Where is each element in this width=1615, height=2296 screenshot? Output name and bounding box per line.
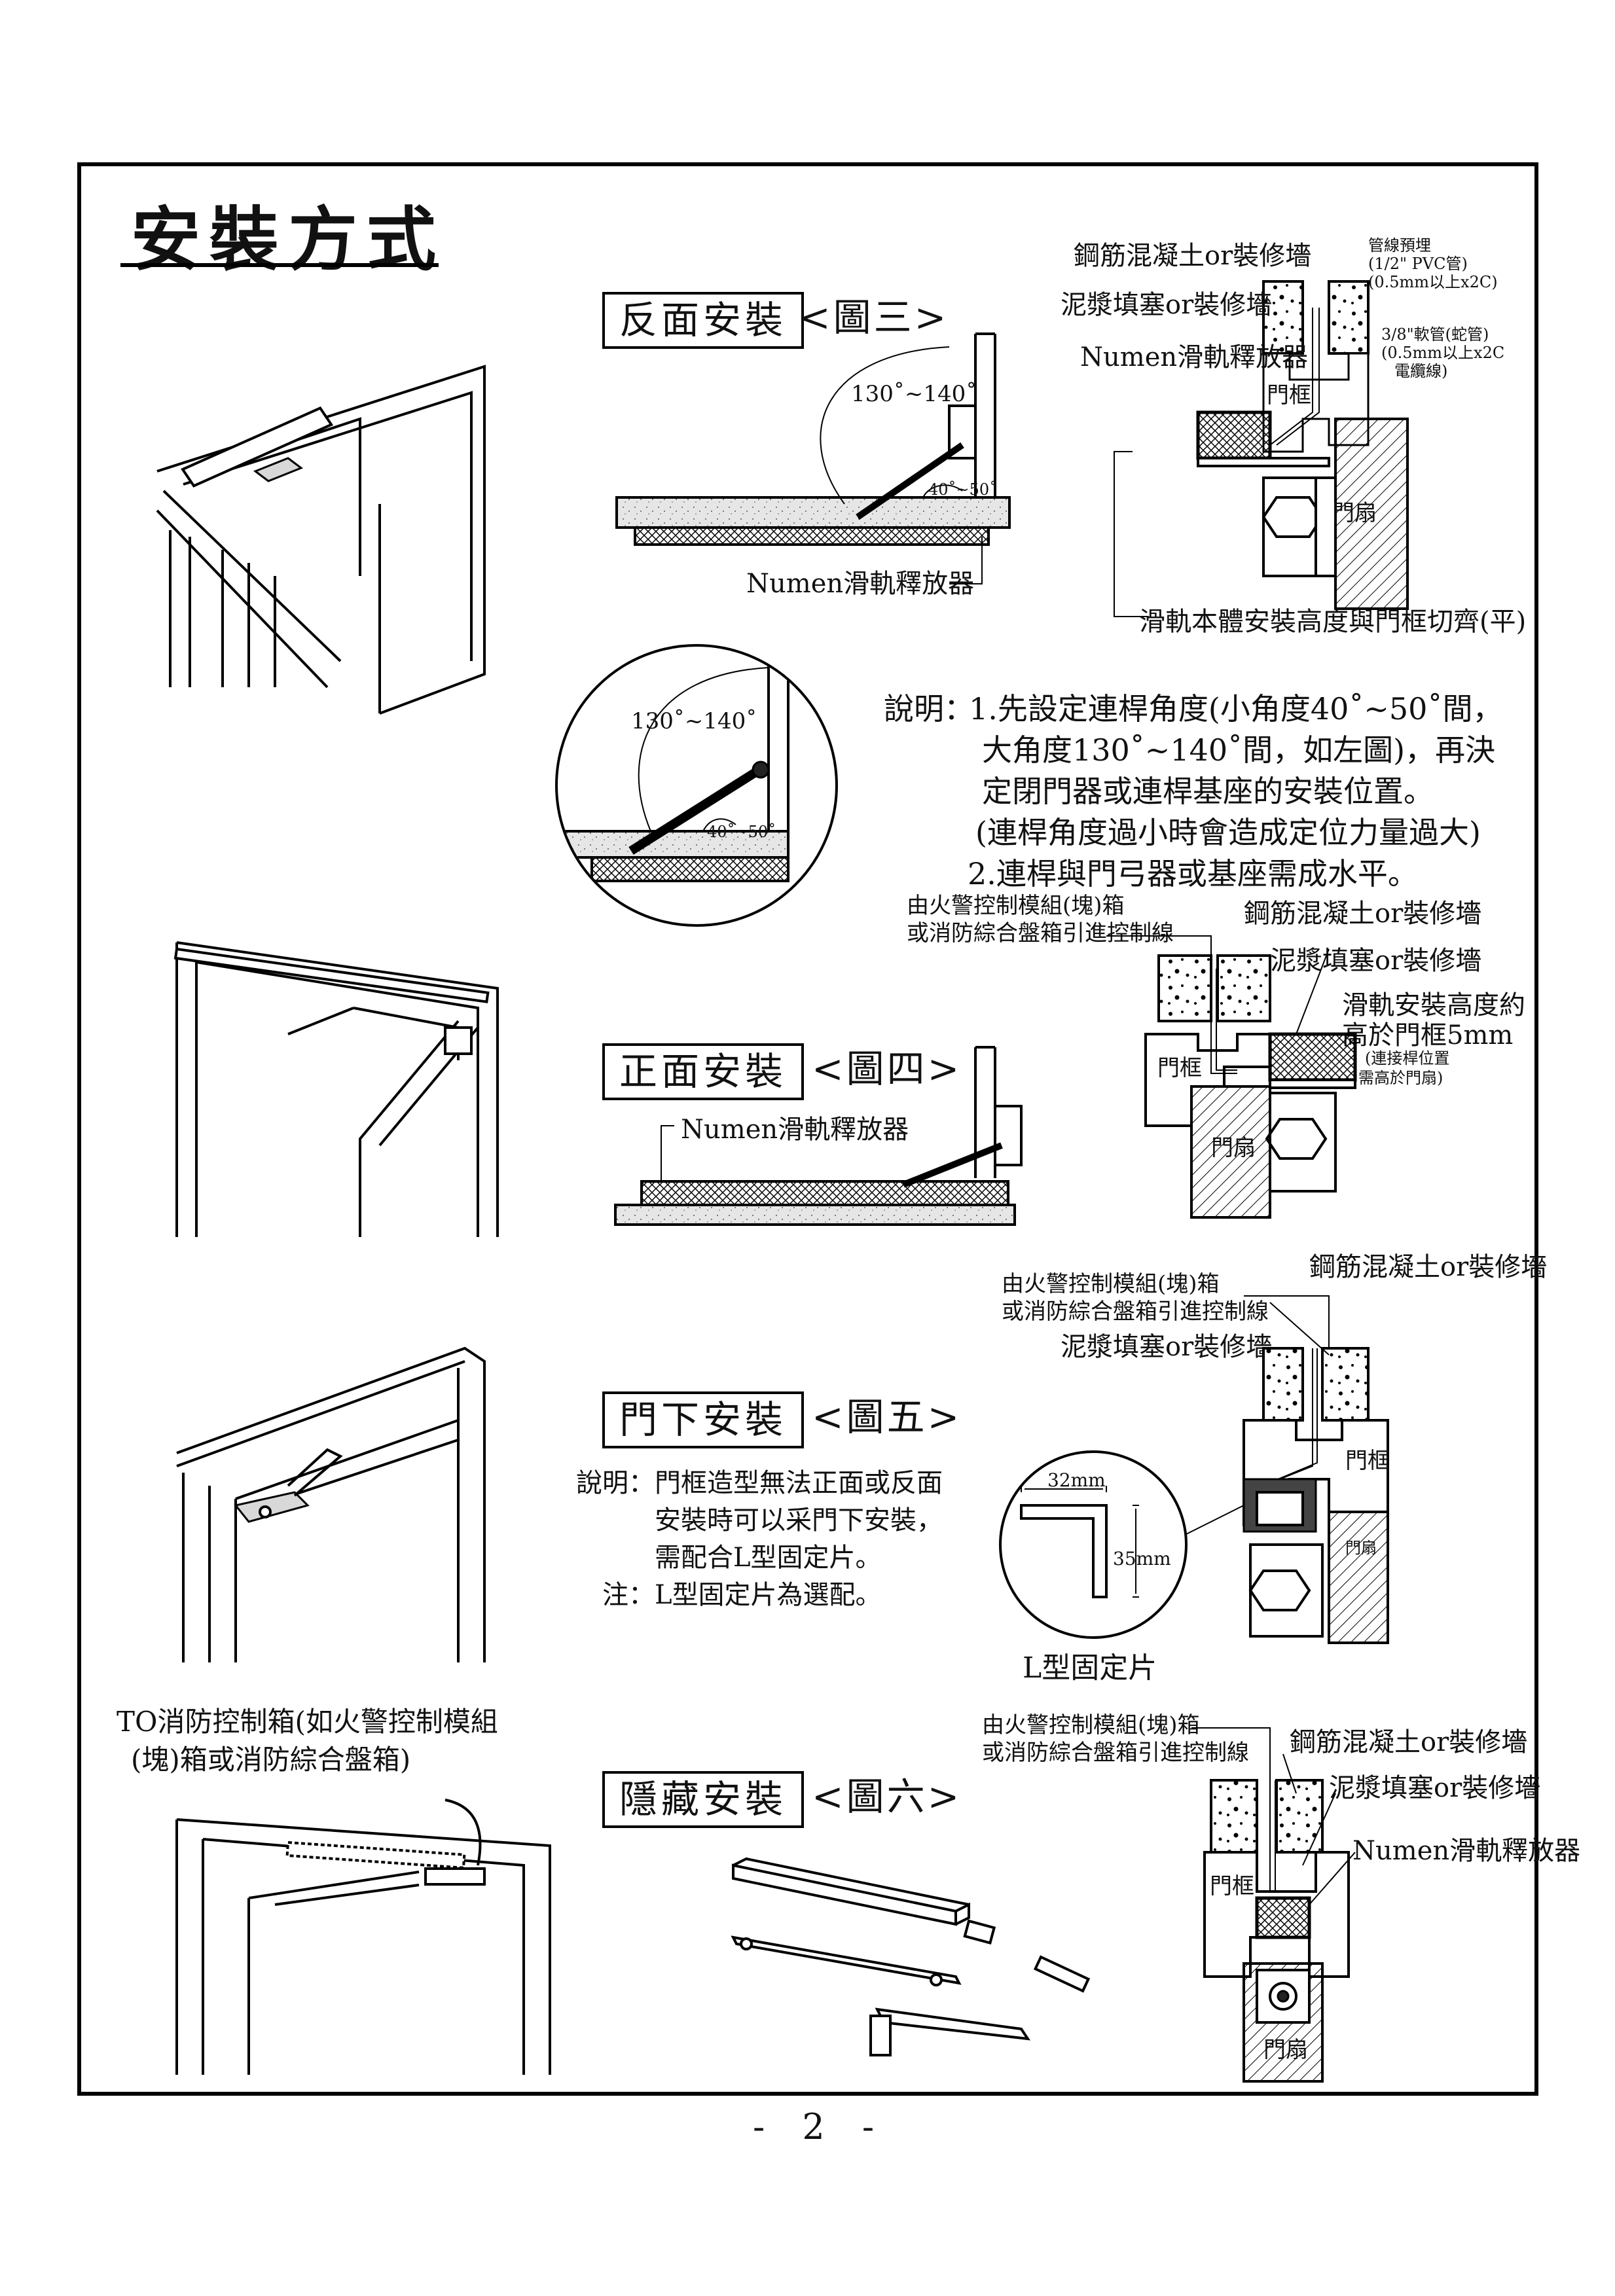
fig6-to-box-1: TO消防控制箱(如火警控制模組 (117, 1706, 498, 1738)
fig4-label: <圖四> (812, 1047, 962, 1091)
section-bottom-frame: 門框 (1210, 1873, 1254, 1899)
section-mid-leaf: 門扇 (1211, 1135, 1256, 1161)
section-low-source-1: 由火警控制模組(塊)箱 (1002, 1271, 1220, 1297)
section-low-frame: 門框 (1345, 1448, 1390, 1474)
fig6-label: <圖六> (812, 1774, 962, 1819)
door-perspective-fig6 (175, 1799, 551, 2075)
section-top-drawing (1196, 280, 1409, 610)
title-underline (120, 263, 439, 267)
l-bracket-width: 32mm (1047, 1469, 1106, 1491)
hose-note-3: 電纜線) (1394, 362, 1448, 380)
section-mid-filler: 泥漿填塞or裝修墻 (1270, 946, 1482, 976)
fig3-device-label: Numen滑軌釋放器 (746, 569, 975, 599)
hose-note-2: (0.5mm以上x2C (1381, 344, 1505, 362)
door-perspective-fig5 (176, 1346, 486, 1662)
detail-circle (555, 644, 838, 927)
section-mid-source-2: 或消防綜合盤箱引進控制線 (907, 920, 1174, 946)
fig5-note-4: L型固定片為選配。 (655, 1580, 882, 1610)
fig6-exploded-drawing (731, 1857, 1091, 2056)
section-mid-height-4: 需高於門扇) (1358, 1069, 1443, 1087)
section-mid-height-2: 高於門框5mm (1342, 1020, 1514, 1050)
fig5-note-lead: 說明： (576, 1468, 655, 1498)
conduit-note-2: (1/2" PVC管) (1368, 255, 1468, 273)
section-low-wall: 鋼筋混凝土or裝修墻 (1309, 1252, 1548, 1282)
fig5-heading: 門下安裝 (602, 1391, 805, 1448)
fig3-angle-small: 40˚~50˚ (928, 480, 998, 499)
door-perspective-fig4 (173, 941, 499, 1237)
section-mid-frame: 門框 (1157, 1055, 1202, 1081)
fig5-label: <圖五> (812, 1395, 962, 1439)
section-low-filler: 泥漿填塞or裝修墻 (1061, 1332, 1273, 1362)
fig6-heading: 隱藏安裝 (602, 1771, 805, 1828)
notes-lead: 說明： (884, 691, 974, 726)
fig4-device-label: Numen滑軌釋放器 (681, 1115, 909, 1145)
section-mid-height-1: 滑軌安裝高度約 (1342, 990, 1525, 1020)
fig3-heading: 反面安裝 (602, 292, 805, 349)
page-border (77, 162, 1538, 2096)
fig5-note-1: 門框造型無法正面或反面 (655, 1468, 943, 1498)
section-bottom-drawing (1191, 1727, 1356, 2083)
section-bottom-leaf: 門扇 (1263, 2037, 1308, 2063)
section-bottom-source-1: 由火警控制模組(塊)箱 (982, 1712, 1200, 1738)
l-bracket-circle (999, 1450, 1188, 1639)
section-low-drawing (1178, 1295, 1389, 1644)
section-mid-wall: 鋼筋混凝土or裝修墻 (1244, 899, 1482, 929)
conduit-note-3: (0.5mm以上x2C) (1368, 273, 1498, 291)
section-bottom-wall: 鋼筋混凝土or裝修墻 (1290, 1727, 1528, 1757)
section-bottom-filler: 泥漿填塞or裝修墻 (1329, 1773, 1541, 1803)
fig5-note-3: 需配合L型固定片。 (655, 1543, 882, 1573)
fig4-plan-drawing (614, 1046, 1023, 1226)
fig5-note-4-lead: 注： (602, 1580, 655, 1610)
section-top-filler: 泥漿填塞or裝修墻 (1061, 290, 1273, 320)
notes-line-3: 定閉門器或連桿基座的安裝位置。 (982, 774, 1434, 809)
hose-note-1: 3/8"軟管(蛇管) (1381, 325, 1489, 344)
page-title: 安裝方式 (131, 198, 445, 280)
fig3-angle-large: 130˚~140˚ (851, 381, 977, 407)
section-mid-source-1: 由火警控制模組(塊)箱 (907, 893, 1125, 919)
section-top-height-note: 滑軌本體安裝高度與門框切齊(平) (1139, 607, 1527, 637)
fig3-device-leader (949, 537, 983, 584)
l-bracket-name: L型固定片 (1023, 1651, 1157, 1685)
section-top-leader (1114, 451, 1149, 617)
door-perspective-fig3 (156, 365, 486, 715)
section-top-leaf: 門扇 (1332, 500, 1377, 526)
section-mid-height-3: (連接桿位置 (1365, 1049, 1450, 1067)
fig4-heading: 正面安裝 (602, 1043, 805, 1100)
section-low-source-2: 或消防綜合盤箱引進控制線 (1002, 1299, 1269, 1325)
fig5-note-2: 安裝時可以采門下安裝， (655, 1505, 943, 1535)
l-bracket-height: 35mm (1113, 1548, 1171, 1570)
page-number: - 2 - (753, 2106, 888, 2147)
section-bottom-source-2: 或消防綜合盤箱引進控制線 (982, 1740, 1249, 1766)
section-top-device: Numen滑軌釋放器 (1080, 342, 1309, 372)
fig6-to-box-2: (塊)箱或消防綜合盤箱) (131, 1744, 411, 1776)
notes-line-2: 大角度130˚~140˚間，如左圖)，再決 (982, 732, 1496, 768)
section-mid-drawing (1106, 935, 1357, 1219)
conduit-note-1: 管線預埋 (1368, 236, 1431, 255)
fig3-plan-drawing (615, 332, 1011, 546)
section-top-frame: 門框 (1267, 382, 1311, 408)
fig3-label: <圖三> (799, 295, 949, 340)
section-low-leaf: 門扇 (1345, 1539, 1377, 1557)
section-top-wall: 鋼筋混凝土or裝修墻 (1074, 241, 1312, 271)
notes-line-1: 1.先設定連桿角度(小角度40˚~50˚間， (969, 691, 1503, 726)
detail-angle-small: 40˚~50˚ (707, 823, 776, 841)
section-bottom-device: Numen滑軌釋放器 (1352, 1836, 1581, 1866)
detail-angle-large: 130˚~140˚ (631, 708, 757, 734)
notes-line-4: (連桿角度過小時會造成定位力量過大) (975, 815, 1481, 850)
notes-line-5: 2.連桿與門弓器或基座需成水平。 (968, 856, 1418, 891)
